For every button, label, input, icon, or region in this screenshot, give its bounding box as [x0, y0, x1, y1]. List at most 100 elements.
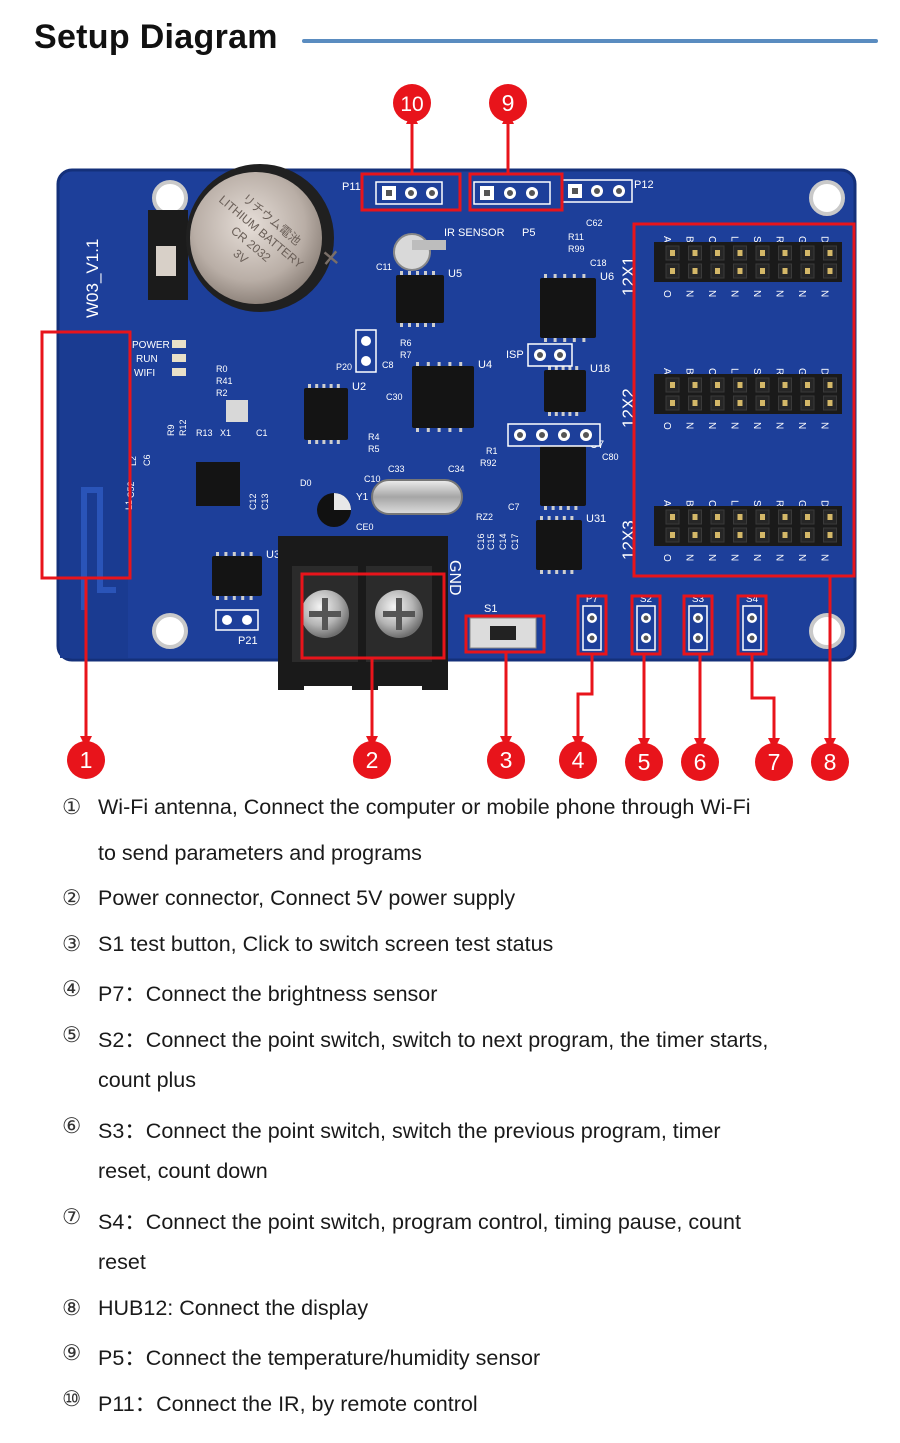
- legend-number: ②: [62, 886, 82, 910]
- ic-chip: U3: [212, 549, 280, 600]
- legend-text: S4：Connect the point switch, program con…: [98, 1209, 741, 1234]
- p12-header: [561, 179, 633, 203]
- pin-label: N: [706, 290, 717, 297]
- callout-number: 9: [502, 90, 515, 116]
- component-label: R99: [568, 244, 585, 254]
- pin-label: N: [729, 422, 740, 429]
- chip-label: U6: [600, 271, 614, 283]
- callout-marker-1: 1: [67, 741, 105, 779]
- component-label: C10: [364, 474, 381, 484]
- s1-label: S1: [484, 603, 497, 615]
- pin-label: S: [751, 236, 762, 243]
- pin-label: N: [774, 422, 785, 429]
- component-label: R5: [368, 444, 380, 454]
- component-label: C1: [256, 428, 268, 438]
- two-pin-header: S2: [636, 594, 656, 651]
- legend-number: ④: [62, 977, 82, 1001]
- component-label: D0: [300, 478, 312, 488]
- legend-number: ⑥: [62, 1113, 82, 1138]
- mount-hole: [152, 180, 188, 216]
- component-label: C15: [486, 533, 496, 550]
- callout-box-5: [630, 594, 662, 656]
- pin-label: L: [729, 236, 740, 242]
- p11-label: P11: [342, 181, 361, 193]
- two-pin-header: S3: [688, 594, 708, 651]
- chip-label: U18: [590, 363, 610, 375]
- wifi-led-label: WIFI: [134, 368, 155, 379]
- legend-text: to send parameters and programs: [98, 840, 422, 865]
- run-led-label: RUN: [136, 354, 158, 365]
- legend-number: ⑤: [62, 1022, 82, 1047]
- pin-label: R: [774, 368, 785, 375]
- callout-number: 4: [572, 747, 585, 773]
- legend-text: P5：Connect the temperature/humidity sens…: [98, 1346, 541, 1370]
- coin-battery: [190, 172, 322, 304]
- component-label: R0: [216, 364, 228, 374]
- mount-hole: [809, 613, 845, 649]
- pin-label: N: [819, 290, 830, 297]
- pin-label: B: [684, 236, 695, 243]
- component-label: R7: [400, 350, 412, 360]
- mount-hole: [809, 180, 845, 216]
- callout-number: 10: [400, 93, 423, 116]
- crystal-x1: [226, 400, 248, 422]
- callout-box-9: [468, 172, 564, 212]
- callout-number: 5: [638, 749, 651, 775]
- chip-label: U4: [478, 359, 492, 371]
- component-label: C6: [142, 454, 152, 466]
- pin-label: G: [796, 236, 807, 244]
- legend-text: S2：Connect the point switch, switch to n…: [98, 1027, 769, 1052]
- pin-label: N: [774, 554, 785, 561]
- legend-number: ③: [62, 931, 82, 956]
- callout-marker-6: 6: [681, 743, 719, 781]
- pin-label: N: [706, 422, 717, 429]
- component-label: RZ2: [476, 512, 493, 522]
- pin-label: D: [819, 500, 830, 507]
- crystal: [371, 479, 463, 515]
- component-label: C33: [388, 464, 405, 474]
- pin-label: N: [796, 554, 807, 561]
- pin-label: N: [796, 422, 807, 429]
- pin-label: D: [819, 236, 830, 243]
- chip-group: U5U6U4U18U2U7U31U3: [196, 268, 614, 600]
- board-diagram: W03_V1.1 リチウム電池 LITHIUM BATTERY CR 2032 …: [40, 84, 857, 781]
- component-label: C80: [602, 452, 619, 462]
- component-label: R4: [368, 432, 380, 442]
- component-label: P20: [336, 362, 352, 372]
- component-label: C62: [586, 218, 603, 228]
- pin-label: C: [706, 368, 717, 375]
- chip-label: U2: [352, 381, 366, 393]
- legend-number: ⑨: [62, 1341, 82, 1365]
- callout-number: 1: [80, 747, 93, 773]
- s1-button: [469, 617, 537, 649]
- pin-label: R: [774, 236, 785, 243]
- component-label: R13: [196, 428, 213, 438]
- legend-text: P11：Connect the IR, by remote control: [98, 1391, 478, 1416]
- pin-label: R: [774, 500, 785, 507]
- chip-label: U31: [586, 513, 606, 525]
- component-label: C30: [386, 392, 403, 402]
- legend-text: reset: [98, 1250, 146, 1274]
- legend-text: reset, count down: [98, 1159, 268, 1183]
- two-pin-header: P7: [582, 594, 602, 651]
- p5-label: P5: [522, 227, 535, 239]
- ic-chip: U18: [544, 363, 610, 416]
- callout-marker-2: 2: [353, 741, 391, 779]
- mount-hole: [152, 613, 188, 649]
- component-label: CE0: [356, 522, 374, 532]
- pin-label: S: [751, 500, 762, 507]
- legend-text: P7：Connect the brightness sensor: [98, 982, 438, 1006]
- header-label: S4: [746, 594, 759, 605]
- legend-number: ①: [62, 795, 82, 819]
- chip-label: U5: [448, 268, 462, 280]
- pin-label: G: [796, 368, 807, 376]
- component-label: L2: [128, 456, 138, 466]
- pin-label: C: [706, 236, 717, 243]
- pin-label: D: [819, 368, 830, 375]
- callout-marker-3: 3: [487, 741, 525, 779]
- legend-text: Wi-Fi antenna, Connect the computer or m…: [98, 795, 751, 819]
- legend-text: S1 test button, Click to switch screen t…: [98, 931, 554, 956]
